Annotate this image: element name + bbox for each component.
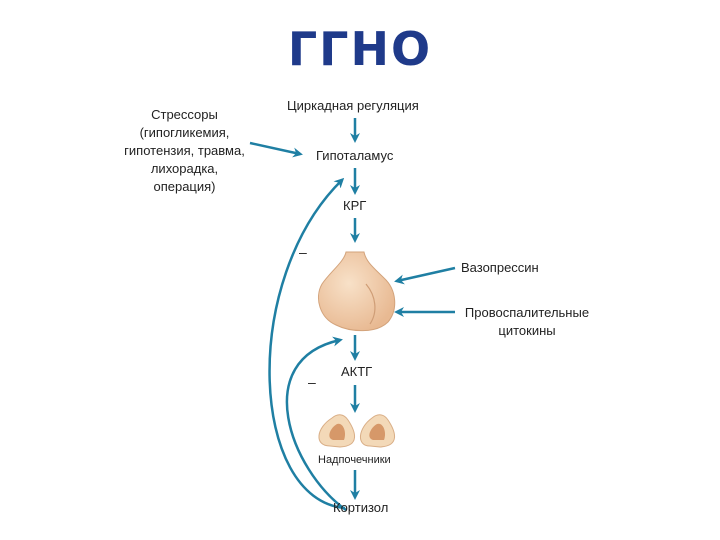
acth-label: АКТГ	[341, 364, 373, 379]
arrow-stressors-to-hypothalamus	[249, 141, 303, 158]
stressors-line: гипотензия, травма,	[124, 143, 245, 158]
cortisol-label: Кортизол	[333, 500, 389, 515]
adrenal-gland-left	[318, 414, 355, 448]
stressors-line: (гипогликемия,	[139, 125, 230, 140]
feedback-arrow-to-hypothalamus	[268, 177, 346, 510]
cytokines-label: Провоспалительные цитокины	[452, 304, 602, 340]
stressors-line: лихорадка,	[150, 161, 219, 176]
adrenal-gland-right	[360, 414, 395, 448]
arrow-vasopressin-to-pituitary	[394, 266, 456, 285]
cytokines-line: Провоспалительные	[464, 305, 590, 320]
stressors-line: операция)	[153, 179, 216, 194]
cytokines-line: цитокины	[498, 323, 556, 338]
pituitary-gland	[318, 251, 396, 332]
vasopressin-label: Вазопрессин	[461, 260, 539, 275]
stressors-line: Стрессоры	[151, 107, 218, 122]
adrenals-label: Надпочечники	[318, 454, 391, 466]
stressors-label: Стрессоры (гипогликемия, гипотензия, тра…	[112, 106, 257, 196]
minus-sign-pituitary: –	[308, 374, 316, 390]
hypothalamus-label: Гипоталамус	[316, 148, 394, 163]
circadian-label: Циркадная регуляция	[287, 98, 419, 113]
feedback-arrow-to-pituitary	[285, 336, 347, 512]
minus-sign-hypothalamus: –	[299, 244, 307, 260]
slide-title: ГГНО	[287, 22, 433, 76]
crh-label: КРГ	[343, 198, 367, 213]
